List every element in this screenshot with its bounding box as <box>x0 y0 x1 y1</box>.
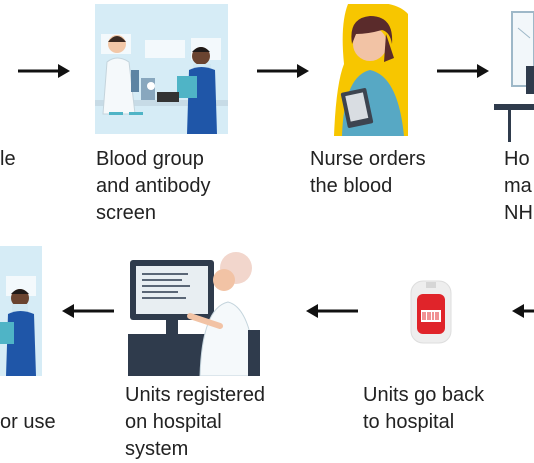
lab-scientists-illustration <box>95 4 228 134</box>
step-label-sample: le <box>0 148 16 170</box>
step-label-blood-group-screen: Blood group and antibody screen <box>96 148 211 224</box>
nurse-on-phone-illustration <box>334 4 408 136</box>
step-label-hospital-partial: Ho ma NH <box>504 148 533 224</box>
arrow-left-3 <box>512 304 534 318</box>
step-label-units-registered: Units registered on hospital system <box>125 384 266 460</box>
arrow-right-3 <box>437 64 489 78</box>
step-label-ready-for-use: or use <box>0 411 56 433</box>
arrow-right-2 <box>257 64 309 78</box>
clinician-computer-illustration <box>128 252 260 376</box>
hospital-desk-illustration <box>494 11 534 142</box>
arrow-right-1 <box>18 64 70 78</box>
step-label-nurse-orders: Nurse orders the blood <box>310 148 426 197</box>
lab-scientist-partial-illustration <box>0 246 42 376</box>
blood-bag-icon <box>410 280 452 344</box>
step-label-units-back: Units go back to hospital <box>363 384 485 433</box>
arrow-left-2 <box>306 304 358 318</box>
arrow-left-1 <box>62 304 114 318</box>
